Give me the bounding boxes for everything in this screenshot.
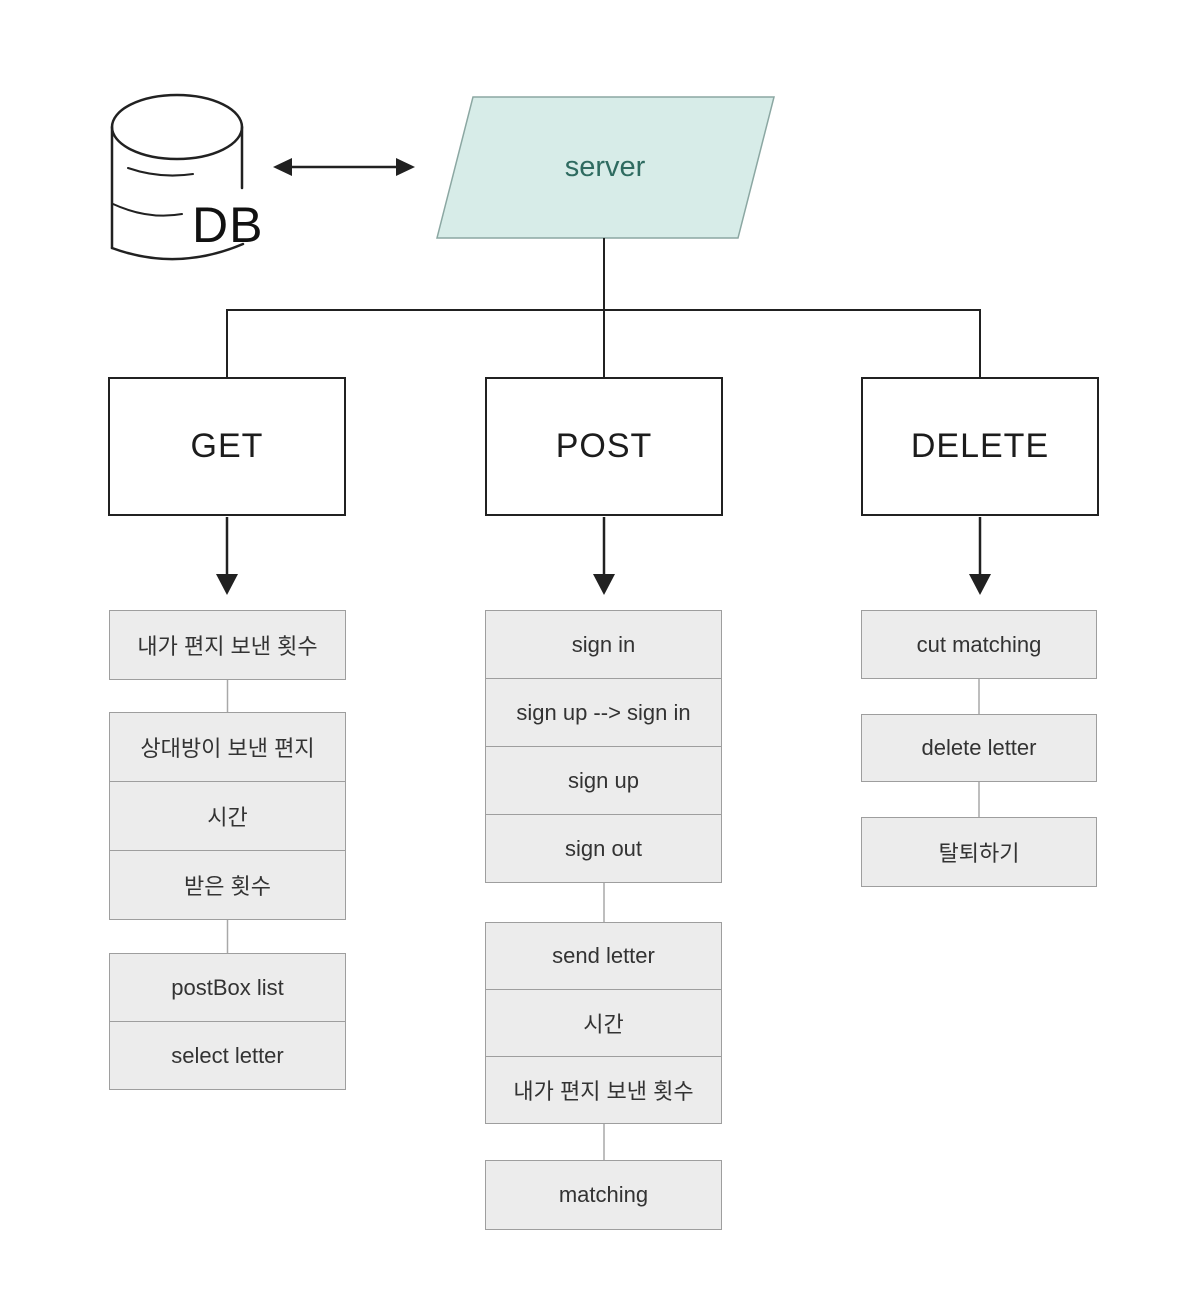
delete-down-arrow-icon — [969, 517, 991, 595]
get-item-partner-letters: 상대방이 보낸 편지 — [109, 712, 346, 782]
db-server-double-arrow-icon — [273, 158, 415, 176]
server-parallelogram-shape — [436, 96, 775, 239]
delete-item-cut-matching: cut matching — [861, 610, 1097, 679]
post-item-sign-in: sign in — [485, 610, 722, 679]
post-item-sign-out: sign out — [485, 814, 722, 883]
get-item-letters-sent-count: 내가 편지 보낸 횟수 — [109, 610, 346, 680]
post-item-sign-up-to-sign-in: sign up --> sign in — [485, 678, 722, 747]
post-item-letters-sent-count: 내가 편지 보낸 횟수 — [485, 1056, 722, 1124]
get-item-time: 시간 — [109, 781, 346, 851]
method-box-delete: DELETE — [861, 377, 1099, 516]
method-box-post: POST — [485, 377, 723, 516]
server-branch-lines — [226, 238, 981, 378]
post-down-arrow-icon — [593, 517, 615, 595]
get-item-postbox-list: postBox list — [109, 953, 346, 1022]
db-label: DB — [192, 197, 264, 253]
method-box-get: GET — [108, 377, 346, 516]
post-item-sign-up: sign up — [485, 746, 722, 815]
post-item-matching: matching — [485, 1160, 722, 1230]
server-label: server — [564, 151, 646, 183]
delete-item-delete-letter: delete letter — [861, 714, 1097, 782]
get-item-received-count: 받은 횟수 — [109, 850, 346, 920]
post-item-send-letter: send letter — [485, 922, 722, 990]
get-item-select-letter: select letter — [109, 1021, 346, 1090]
get-down-arrow-icon — [216, 517, 238, 595]
delete-item-withdraw: 탈퇴하기 — [861, 817, 1097, 887]
post-item-time: 시간 — [485, 989, 722, 1057]
database-cylinder-icon — [110, 93, 245, 261]
